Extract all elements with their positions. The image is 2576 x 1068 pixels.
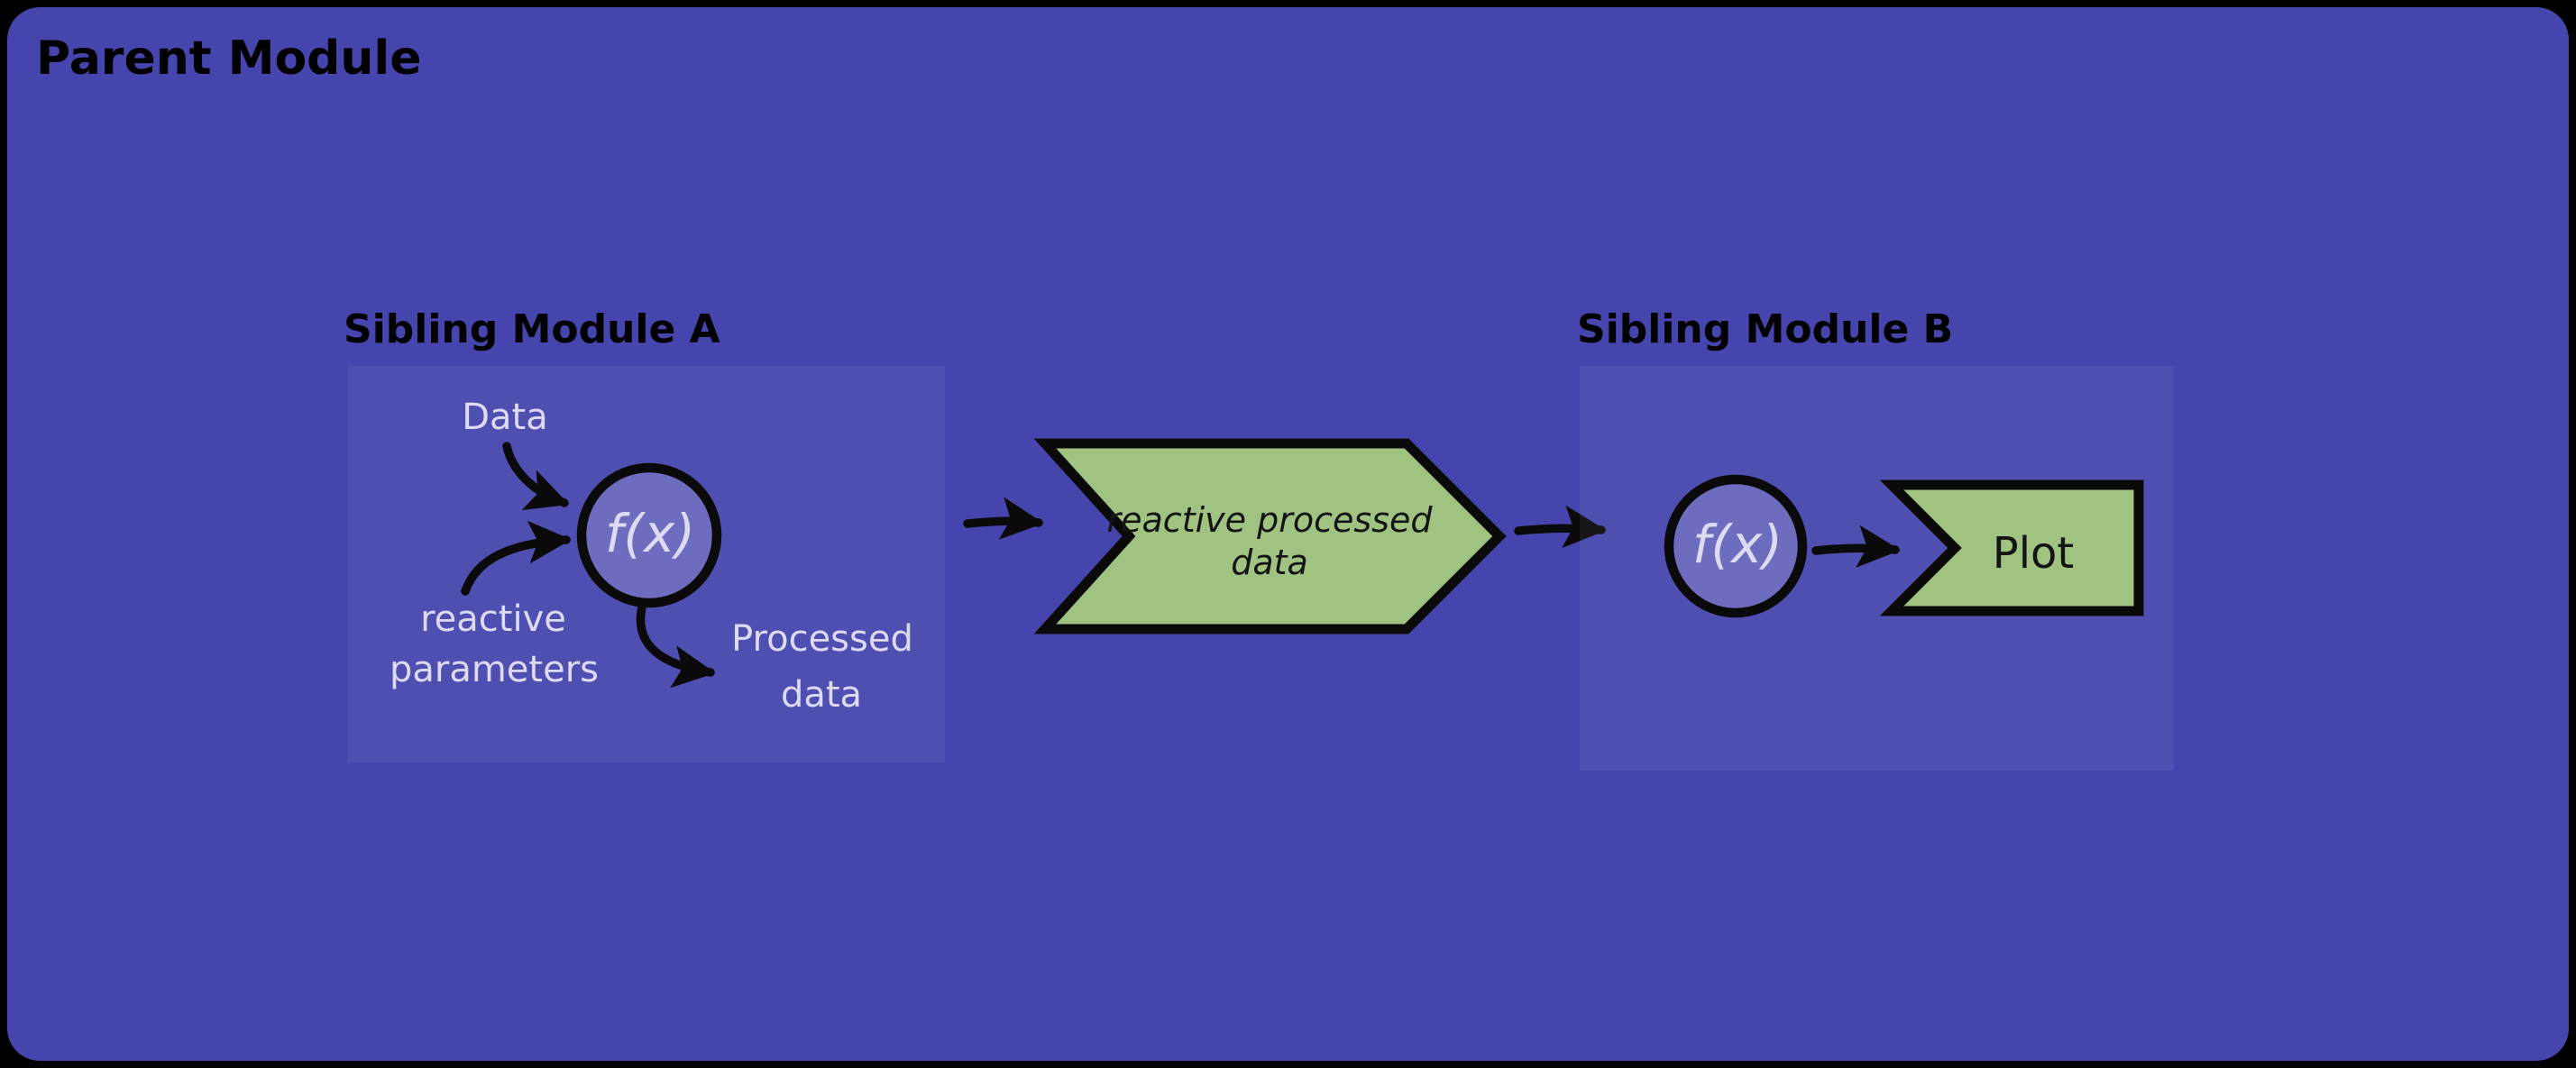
data-label: Data <box>462 397 548 438</box>
arrow-parameters-to-fx <box>461 520 572 596</box>
fx-node-b-label: f(x) <box>1692 514 1783 575</box>
fx-node-a <box>576 462 722 608</box>
arrow-fx-to-processed <box>636 603 716 689</box>
processed-data-label-line1: Processed <box>731 618 913 660</box>
sibling-module-a-title: Sibling Module A <box>344 306 720 352</box>
fx-node-a-label: f(x) <box>605 503 695 564</box>
pipe-label-line2: data <box>1231 543 1308 582</box>
reactive-parameters-label-line2: parameters <box>390 649 599 690</box>
plot-node-label: Plot <box>1993 528 2074 579</box>
arrow-fx-to-plot <box>1811 525 1901 568</box>
processed-data-label-line2: data <box>781 674 862 716</box>
arrow-pipe-to-module-b <box>1514 505 1607 549</box>
sibling-module-b-title: Sibling Module B <box>1577 306 1953 352</box>
fx-node-b <box>1664 474 1808 618</box>
arrow-data-to-fx <box>502 442 570 511</box>
reactive-processed-data-chevron <box>1033 438 1507 634</box>
parent-module-title: Parent Module <box>36 32 422 86</box>
reactive-parameters-label-line1: reactive <box>420 598 566 640</box>
plot-node <box>1879 479 2144 616</box>
pipe-label-line1: reactive processed <box>1107 500 1434 540</box>
arrow-module-a-to-pipe <box>963 497 1044 540</box>
